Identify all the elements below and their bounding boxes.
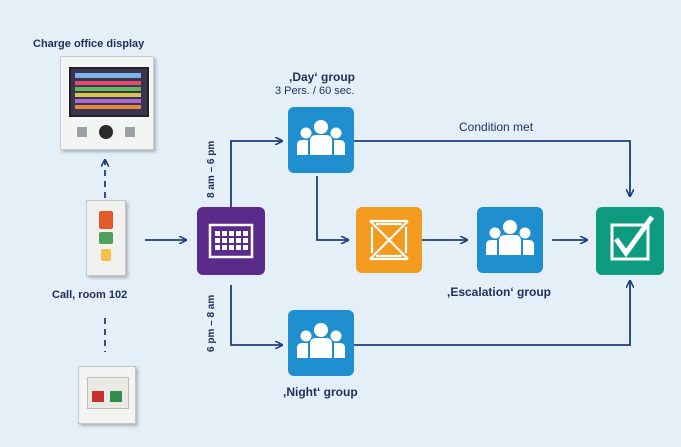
connector-day-to-confirm xyxy=(345,140,630,196)
display-screen xyxy=(69,67,149,117)
checkmark-icon xyxy=(610,215,655,261)
wall-display-icon xyxy=(60,56,154,150)
escalation-group-node xyxy=(477,207,543,273)
page-title: Charge office display xyxy=(33,38,145,50)
night-group-node xyxy=(288,310,354,376)
confirm-node xyxy=(596,207,664,275)
calendar-icon xyxy=(208,223,254,259)
escalation-group-label: ,Escalation‘ group xyxy=(447,285,552,299)
group-icon xyxy=(486,220,534,255)
day-group-node xyxy=(288,107,354,173)
time-night-label: 6 pm – 8 am xyxy=(206,294,217,352)
connector-schedule-to-day xyxy=(230,141,282,207)
night-group-label: ,Night‘ group xyxy=(283,385,358,399)
connector-day-to-escalate xyxy=(316,176,348,240)
escalation-icon xyxy=(369,219,409,261)
day-group-label: ,Day‘ group xyxy=(289,70,356,84)
connector-schedule-to-night xyxy=(230,285,282,345)
group-icon xyxy=(297,323,345,358)
schedule-node xyxy=(197,207,265,275)
condition-label: Condition met xyxy=(459,120,534,134)
group-icon xyxy=(297,120,345,155)
day-group-sub: 3 Pers. / 60 sec. xyxy=(275,85,355,97)
time-day-label: 8 am – 6 pm xyxy=(206,140,217,198)
escalate-node xyxy=(356,207,422,273)
room-terminal-icon xyxy=(78,366,136,424)
call-label: Call, room 102 xyxy=(52,289,128,301)
call-button-icon xyxy=(86,200,126,276)
connector-night-to-confirm xyxy=(345,281,630,346)
